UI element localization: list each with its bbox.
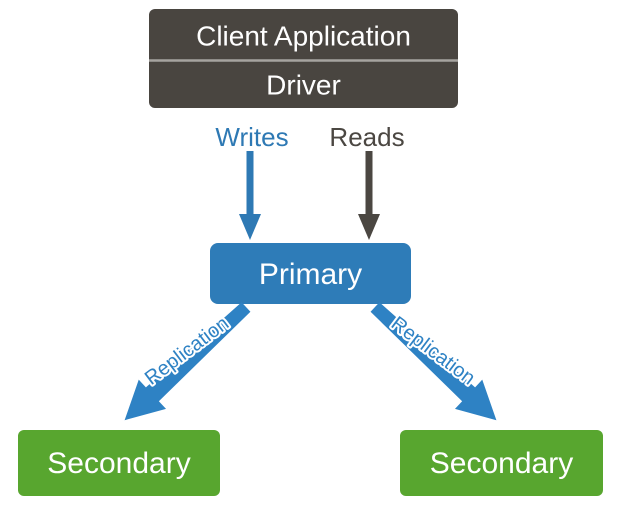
replication-arrow-right-shape [370,302,497,421]
secondary-box-left [18,430,220,496]
secondary-node-left: Secondary [18,430,220,496]
secondary-node-right: Secondary [400,430,603,496]
replication-label-left: Replication [141,312,233,389]
reads-arrow [358,151,380,240]
secondary-box-right [400,430,603,496]
replication-label-right: Replication [387,312,479,389]
replication-arrow-left [124,302,251,421]
secondary-label-left: Secondary [47,447,190,480]
secondary-label-right: Secondary [430,447,573,480]
writes-arrow [239,151,261,240]
reads-label: Reads [329,122,404,152]
primary-box [210,243,411,304]
writes-label: Writes [215,122,288,152]
replication-arrow-left-shape [124,302,251,421]
client-application-label: Client Application [196,21,411,52]
replication-arrow-right [370,302,497,421]
driver-label: Driver [266,70,341,101]
reads-arrowhead [358,214,380,240]
primary-node: Primary [210,243,411,304]
writes-arrowhead [239,214,261,240]
client-box [149,9,458,108]
client-application-node: Client Application Driver [149,9,458,108]
primary-label: Primary [259,258,362,291]
